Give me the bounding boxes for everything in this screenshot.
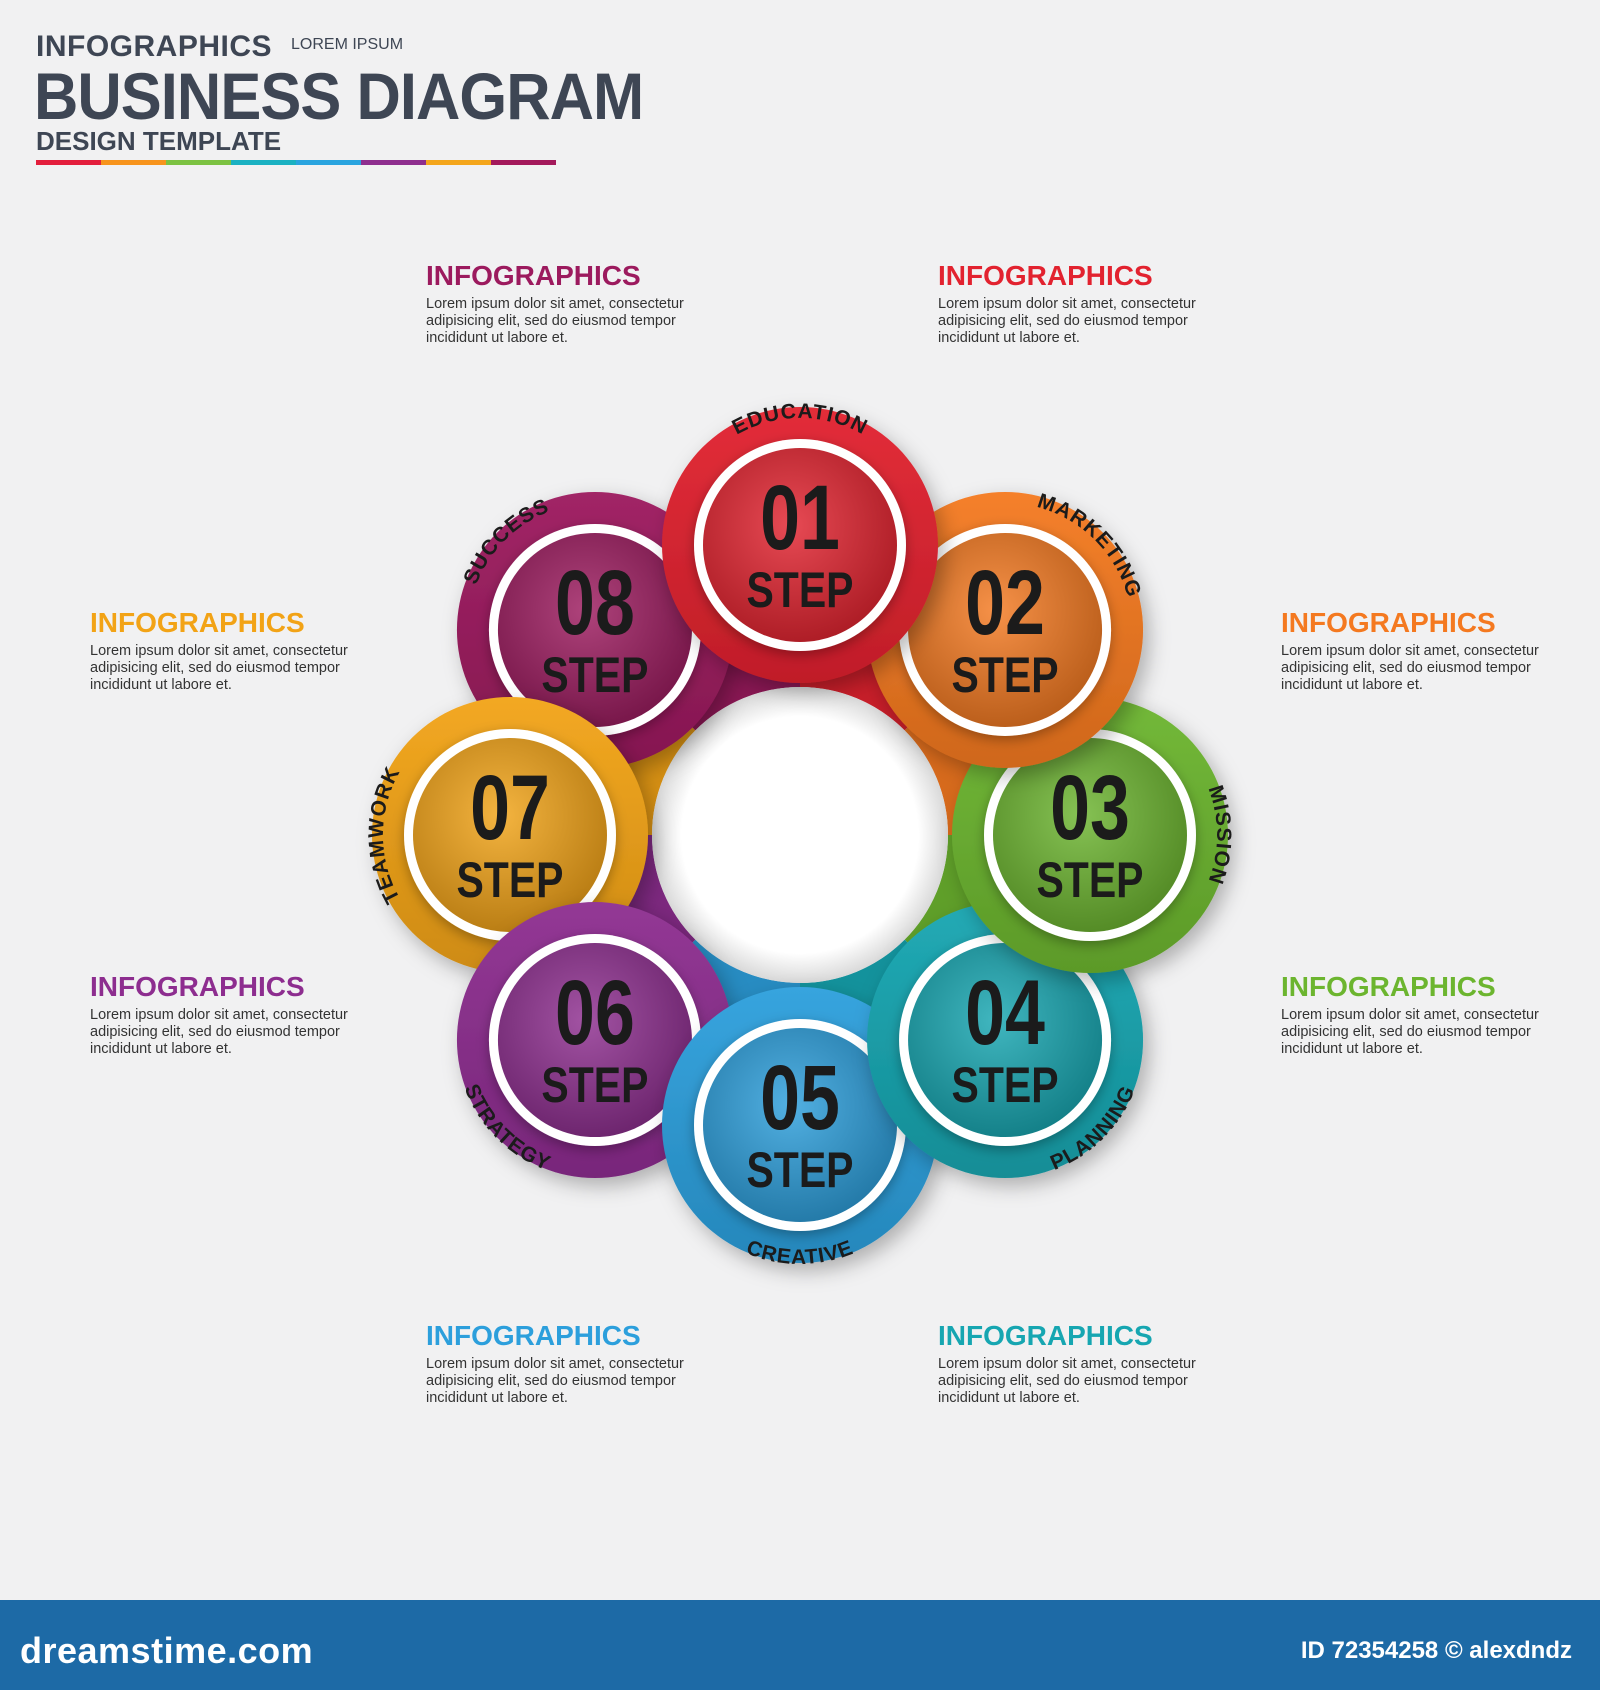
text-block-left-lower: INFOGRAPHICS Lorem ipsum dolor sit amet,… (90, 971, 360, 1058)
step-number: 01 (760, 466, 840, 569)
center-hole (652, 687, 948, 983)
text-block-bottom-right: INFOGRAPHICS Lorem ipsum dolor sit amet,… (938, 1320, 1208, 1407)
header-bar-segment (296, 160, 361, 165)
header-bar-segment (101, 160, 166, 165)
header-color-bar (36, 160, 556, 165)
text-block-body: Lorem ipsum dolor sit amet, consectetur … (938, 1356, 1196, 1406)
text-block-body: Lorem ipsum dolor sit amet, consectetur … (90, 1007, 348, 1057)
header-bar-segment (491, 160, 556, 165)
page-subtitle: DESIGN TEMPLATE (36, 126, 282, 156)
text-block-body: Lorem ipsum dolor sit amet, consectetur … (426, 1356, 684, 1406)
step-number: 07 (470, 756, 550, 859)
footer-logo[interactable]: dreamstime.com (20, 1630, 314, 1671)
step-number: 02 (965, 551, 1045, 654)
step-core (703, 1028, 897, 1222)
header-bar-segment (361, 160, 426, 165)
header-bar-segment (426, 160, 491, 165)
step-word: STEP (541, 1057, 648, 1113)
text-block-title: INFOGRAPHICS (1281, 971, 1496, 1002)
text-block-body: Lorem ipsum dolor sit amet, consectetur … (90, 643, 348, 693)
text-block-title: INFOGRAPHICS (938, 260, 1153, 291)
text-block-title: INFOGRAPHICS (938, 1320, 1153, 1351)
text-block-bottom-left: INFOGRAPHICS Lorem ipsum dolor sit amet,… (426, 1320, 696, 1407)
header-bar-segment (166, 160, 231, 165)
text-block-title: INFOGRAPHICS (1281, 607, 1496, 638)
step-word: STEP (952, 647, 1059, 703)
step-word: STEP (746, 1142, 853, 1198)
step-core (703, 448, 897, 642)
cycle-diagram: $ 08STEPSUCCESS07STEPTEAMWORK06STEPSTRAT… (365, 400, 1235, 1269)
step-word: STEP (952, 1057, 1059, 1113)
step-core (497, 532, 692, 727)
footer-image-id: ID 72354258 © alexdndz (1300, 1637, 1572, 1664)
footer-bar (0, 1600, 1600, 1690)
text-block-top-left: INFOGRAPHICS Lorem ipsum dolor sit amet,… (426, 260, 696, 347)
header-kicker: INFOGRAPHICS (36, 30, 273, 63)
step-core (908, 943, 1103, 1138)
step-number: 04 (965, 962, 1045, 1065)
step-number: 03 (1050, 756, 1130, 859)
header-bar-segment (36, 160, 101, 165)
step-word: STEP (746, 562, 853, 618)
step-word: STEP (1036, 852, 1143, 908)
step-core (497, 943, 692, 1138)
step-word: STEP (456, 852, 563, 908)
text-block-body: Lorem ipsum dolor sit amet, consectetur … (1281, 643, 1539, 693)
step-core (993, 738, 1187, 932)
text-block-body: Lorem ipsum dolor sit amet, consectetur … (938, 296, 1196, 346)
text-block-title: INFOGRAPHICS (90, 971, 305, 1002)
text-block-title: INFOGRAPHICS (426, 1320, 641, 1351)
header-bar-segment (231, 160, 296, 165)
header-kicker-note: LOREM IPSUM (291, 36, 404, 53)
step-core (413, 738, 607, 932)
text-block-body: Lorem ipsum dolor sit amet, consectetur … (1281, 1007, 1539, 1057)
step-number: 05 (760, 1046, 840, 1149)
step-word: STEP (541, 647, 648, 703)
text-block-title: INFOGRAPHICS (426, 260, 641, 291)
text-block-right-lower: INFOGRAPHICS Lorem ipsum dolor sit amet,… (1281, 971, 1551, 1058)
page-title: BUSINESS DIAGRAM (34, 59, 644, 133)
text-block-title: INFOGRAPHICS (90, 607, 305, 638)
step-number: 06 (555, 962, 635, 1065)
text-block-top-right: INFOGRAPHICS Lorem ipsum dolor sit amet,… (938, 260, 1208, 347)
step-number: 08 (555, 551, 635, 654)
text-block-left-upper: INFOGRAPHICS Lorem ipsum dolor sit amet,… (90, 607, 360, 694)
text-block-body: Lorem ipsum dolor sit amet, consectetur … (426, 296, 684, 346)
step-core (908, 532, 1103, 727)
text-block-right-upper: INFOGRAPHICS Lorem ipsum dolor sit amet,… (1281, 607, 1551, 694)
